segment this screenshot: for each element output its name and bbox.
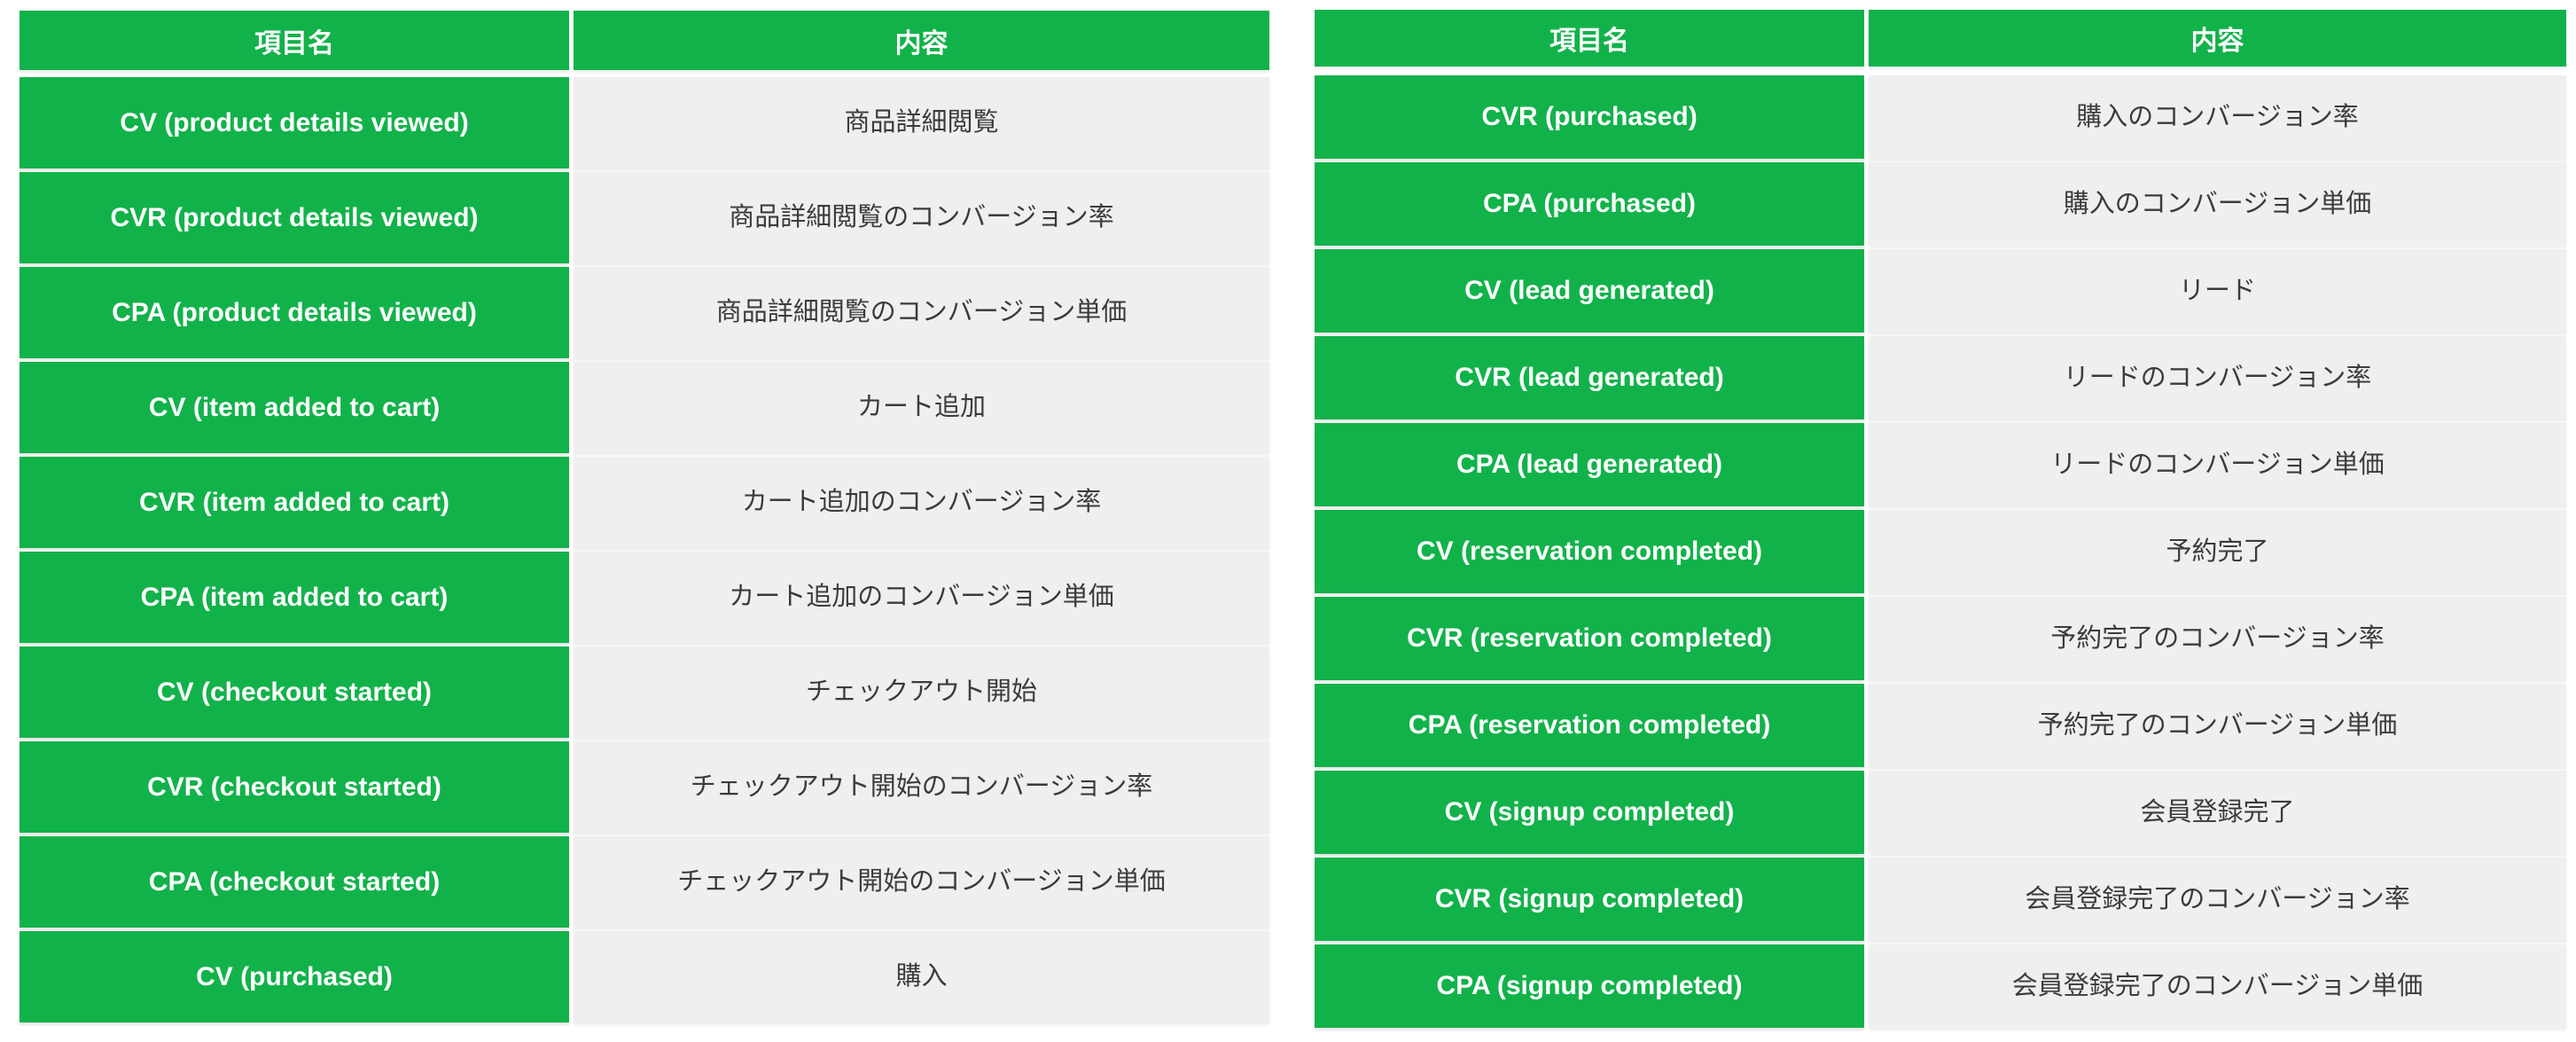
table-row: CV (reservation completed)予約完了 (1315, 510, 2566, 593)
metric-description-cell: リード (1869, 249, 2566, 333)
table-row: CPA (lead generated)リードのコンバージョン単価 (1315, 423, 2566, 506)
table-row: CPA (product details viewed)商品詳細閲覧のコンバージ… (20, 267, 1269, 358)
tables-container: 項目名 内容 CV (product details viewed)商品詳細閲覧… (20, 0, 2566, 1028)
metric-name-cell: CV (product details viewed) (20, 77, 569, 168)
metric-name-cell: CV (reservation completed) (1315, 510, 1864, 593)
metric-name-cell: CVR (product details viewed) (20, 172, 569, 263)
table-row: CVR (lead generated)リードのコンバージョン率 (1315, 336, 2566, 419)
metric-description-cell: 会員登録完了のコンバージョン率 (1869, 858, 2566, 941)
metric-description-cell: 商品詳細閲覧のコンバージョン単価 (574, 267, 1269, 358)
metric-name-cell: CVR (signup completed) (1315, 858, 1864, 941)
table-row: CVR (product details viewed)商品詳細閲覧のコンバージ… (20, 172, 1269, 263)
table-row: CVR (signup completed)会員登録完了のコンバージョン率 (1315, 858, 2566, 941)
metric-description-cell: チェックアウト開始のコンバージョン率 (574, 741, 1269, 833)
column-header-item-name: 項目名 (1315, 10, 1864, 67)
table-row: CV (purchased)購入 (20, 931, 1269, 1022)
column-header-content: 内容 (574, 11, 1269, 70)
metric-description-cell: カート追加のコンバージョン率 (574, 457, 1269, 548)
metric-name-cell: CPA (reservation completed) (1315, 684, 1864, 767)
metric-name-cell: CPA (item added to cart) (20, 552, 569, 643)
metric-name-cell: CPA (product details viewed) (20, 267, 569, 358)
metric-description-cell: 予約完了のコンバージョン率 (1869, 597, 2566, 680)
metric-name-cell: CVR (lead generated) (1315, 336, 1864, 419)
table-header-row: 項目名 内容 (1315, 10, 2566, 67)
metric-description-cell: チェックアウト開始のコンバージョン単価 (574, 836, 1269, 928)
metric-name-cell: CV (purchased) (20, 931, 569, 1022)
metric-name-cell: CVR (reservation completed) (1315, 597, 1864, 680)
table-header-row: 項目名 内容 (20, 11, 1269, 70)
table-row: CV (item added to cart)カート追加 (20, 362, 1269, 453)
table-row: CVR (item added to cart)カート追加のコンバージョン率 (20, 457, 1269, 548)
metric-description-cell: リードのコンバージョン単価 (1869, 423, 2566, 506)
table-row: CVR (reservation completed)予約完了のコンバージョン率 (1315, 597, 2566, 680)
table-row: CPA (reservation completed)予約完了のコンバージョン単… (1315, 684, 2566, 767)
table-row: CPA (purchased)購入のコンバージョン単価 (1315, 162, 2566, 246)
table-row: CVR (checkout started)チェックアウト開始のコンバージョン率 (20, 741, 1269, 833)
table-row: CPA (signup completed)会員登録完了のコンバージョン単価 (1315, 944, 2566, 1028)
conversion-metrics-table-left: 項目名 内容 CV (product details viewed)商品詳細閲覧… (20, 11, 1269, 1022)
metric-description-cell: カート追加 (574, 362, 1269, 453)
metric-description-cell: カート追加のコンバージョン単価 (574, 552, 1269, 643)
metric-description-cell: リードのコンバージョン率 (1869, 336, 2566, 419)
metric-description-cell: 予約完了のコンバージョン単価 (1869, 684, 2566, 767)
metric-description-cell: 商品詳細閲覧のコンバージョン率 (574, 172, 1269, 263)
metric-description-cell: 購入のコンバージョン率 (1869, 75, 2566, 159)
metric-name-cell: CV (checkout started) (20, 646, 569, 738)
column-header-item-name: 項目名 (20, 11, 569, 70)
table-row: CV (product details viewed)商品詳細閲覧 (20, 77, 1269, 168)
metric-name-cell: CPA (checkout started) (20, 836, 569, 928)
metric-description-cell: チェックアウト開始 (574, 646, 1269, 738)
table-row: CPA (item added to cart)カート追加のコンバージョン単価 (20, 552, 1269, 643)
metric-name-cell: CV (lead generated) (1315, 249, 1864, 333)
column-header-content: 内容 (1869, 10, 2566, 67)
metric-description-cell: 商品詳細閲覧 (574, 77, 1269, 168)
table-row: CV (signup completed)会員登録完了 (1315, 771, 2566, 854)
metric-description-cell: 購入 (574, 931, 1269, 1022)
metric-name-cell: CV (signup completed) (1315, 771, 1864, 854)
table-row: CV (checkout started)チェックアウト開始 (20, 646, 1269, 738)
metric-description-cell: 購入のコンバージョン単価 (1869, 162, 2566, 246)
metric-name-cell: CPA (lead generated) (1315, 423, 1864, 506)
metric-name-cell: CVR (item added to cart) (20, 457, 569, 548)
metric-description-cell: 予約完了 (1869, 510, 2566, 593)
metric-description-cell: 会員登録完了のコンバージョン単価 (1869, 944, 2566, 1028)
metric-name-cell: CVR (purchased) (1315, 75, 1864, 159)
metric-description-cell: 会員登録完了 (1869, 771, 2566, 854)
metric-name-cell: CV (item added to cart) (20, 362, 569, 453)
metric-name-cell: CPA (signup completed) (1315, 944, 1864, 1028)
table-row: CVR (purchased)購入のコンバージョン率 (1315, 75, 2566, 159)
metric-name-cell: CVR (checkout started) (20, 741, 569, 833)
table-row: CV (lead generated)リード (1315, 249, 2566, 333)
table-row: CPA (checkout started)チェックアウト開始のコンバージョン単… (20, 836, 1269, 928)
metric-name-cell: CPA (purchased) (1315, 162, 1864, 246)
